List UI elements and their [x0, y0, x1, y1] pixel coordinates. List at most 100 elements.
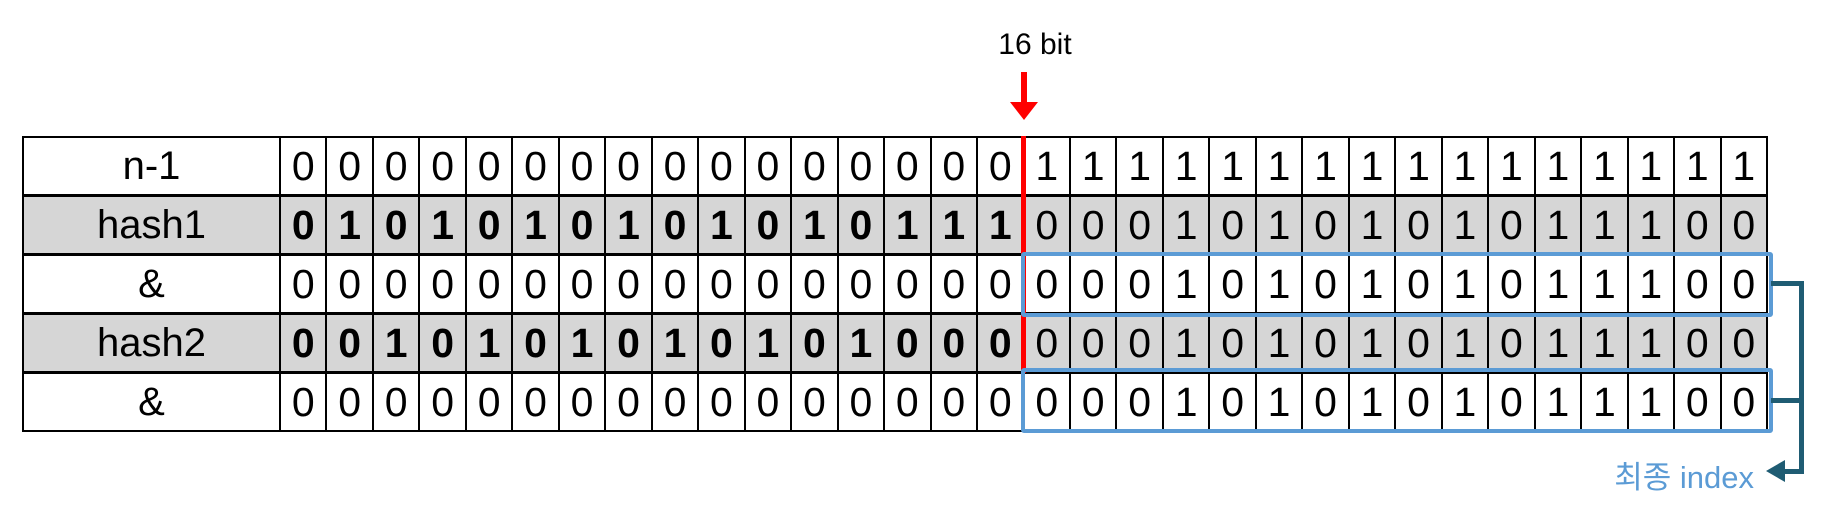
bit-cell: 1	[836, 315, 883, 371]
bit-cell: 1	[790, 197, 836, 253]
bit-cell: 1	[929, 197, 976, 253]
bit-cell: 1	[1254, 374, 1301, 430]
bit-cell: 0	[929, 315, 976, 371]
bit-cell: 1	[1022, 138, 1069, 194]
bit-cell: 0	[743, 256, 790, 312]
bit-cell: 0	[1068, 374, 1115, 430]
bit-cell: 1	[1533, 256, 1580, 312]
bit-cell: 1	[1580, 315, 1626, 371]
bit-cell: 0	[976, 315, 1022, 371]
bit-cell: 0	[1115, 315, 1161, 371]
bit-cell: 0	[604, 374, 650, 430]
bit-cell: 0	[883, 374, 929, 430]
bit-cell: 0	[1719, 197, 1766, 253]
bit-cell: 1	[1347, 315, 1394, 371]
bit-cell: 1	[1580, 197, 1626, 253]
bit-cell: 1	[1440, 315, 1487, 371]
bit-cell: 0	[557, 138, 604, 194]
bit-cell: 0	[697, 374, 743, 430]
bit-cell: 1	[1580, 138, 1626, 194]
bit-cell: 0	[1301, 197, 1347, 253]
bit-cell: 0	[1022, 315, 1069, 371]
bit-cell: 0	[697, 256, 743, 312]
final-index-label: 최종 index	[1614, 460, 1754, 495]
bit-cell: 1	[464, 315, 511, 371]
bit-cell: 1	[650, 315, 697, 371]
bit-cell: 1	[1068, 138, 1115, 194]
bit-cell: 0	[1487, 256, 1533, 312]
bit-cell: 1	[697, 197, 743, 253]
row-label: hash1	[97, 203, 206, 247]
bit-cell: 0	[279, 374, 325, 430]
bit-cell: 0	[650, 138, 697, 194]
bit-cell: 0	[836, 197, 883, 253]
down-arrow-icon	[1021, 72, 1027, 104]
bit-cell: 1	[557, 315, 604, 371]
bit-cell: 0	[371, 256, 418, 312]
bit-cell: 0	[883, 138, 929, 194]
bit-cell: 1	[1347, 197, 1394, 253]
bit-cell: 0	[790, 315, 836, 371]
bit-cell: 1	[1208, 138, 1254, 194]
bit-cell: 0	[279, 256, 325, 312]
bit-cell: 0	[279, 315, 325, 371]
bit-cell: 0	[1068, 197, 1115, 253]
bit-cell: 0	[557, 256, 604, 312]
bit-cell: 1	[1161, 256, 1208, 312]
bit-cell: 0	[1673, 315, 1719, 371]
bit-cell: 1	[1161, 374, 1208, 430]
bit-cell: 1	[1161, 138, 1208, 194]
bit-cell: 0	[464, 138, 511, 194]
bit-cell: 0	[790, 374, 836, 430]
bit-cell: 0	[976, 138, 1022, 194]
bit-cell: 0	[557, 197, 604, 253]
bit-cell: 0	[418, 374, 464, 430]
bit-cell: 1	[976, 197, 1022, 253]
row-label: &	[138, 262, 165, 306]
bit-cell: 0	[1487, 197, 1533, 253]
bit-cell: 1	[1533, 138, 1580, 194]
bit-cell: 0	[836, 256, 883, 312]
bit-cell: 1	[1719, 138, 1766, 194]
bit-cell: 0	[371, 197, 418, 253]
bit-cell: 1	[1533, 197, 1580, 253]
bit-cell: 0	[1487, 315, 1533, 371]
bit-cell: 1	[1347, 374, 1394, 430]
bit-cell: 0	[557, 374, 604, 430]
bit-cell: 1	[1580, 374, 1626, 430]
bit-cell: 0	[371, 138, 418, 194]
bit-cell: 0	[697, 315, 743, 371]
bit-cell: 0	[279, 138, 325, 194]
bit-cell: 1	[511, 197, 557, 253]
bit-cell: 0	[650, 197, 697, 253]
bit-cell: 0	[1394, 315, 1440, 371]
bit-cell: 0	[1719, 315, 1766, 371]
bit-cell: 1	[1394, 138, 1440, 194]
bit-cell: 1	[1673, 138, 1719, 194]
bit-cell: 1	[1347, 138, 1394, 194]
bit-cell: 0	[1719, 256, 1766, 312]
bit-cell: 0	[511, 138, 557, 194]
bit-cell: 0	[1301, 315, 1347, 371]
bit-cell: 1	[418, 197, 464, 253]
bit-cell: 0	[325, 315, 371, 371]
bit-cell: 1	[1626, 256, 1673, 312]
bit-cell: 1	[1626, 197, 1673, 253]
bit-cell: 0	[511, 315, 557, 371]
bit-cell: 0	[650, 374, 697, 430]
bit-cell: 1	[1254, 197, 1301, 253]
bit-cell: 1	[1254, 138, 1301, 194]
bit-cell: 0	[1115, 256, 1161, 312]
bit-cell: 1	[1440, 374, 1487, 430]
bit-cell: 1	[1440, 256, 1487, 312]
bit-cell: 0	[976, 374, 1022, 430]
bit-cell: 0	[325, 138, 371, 194]
bracket-vertical-line	[1799, 281, 1804, 474]
bit-cell: 0	[604, 315, 650, 371]
bit-cell: 0	[1673, 197, 1719, 253]
bit-cell: 1	[1115, 138, 1161, 194]
